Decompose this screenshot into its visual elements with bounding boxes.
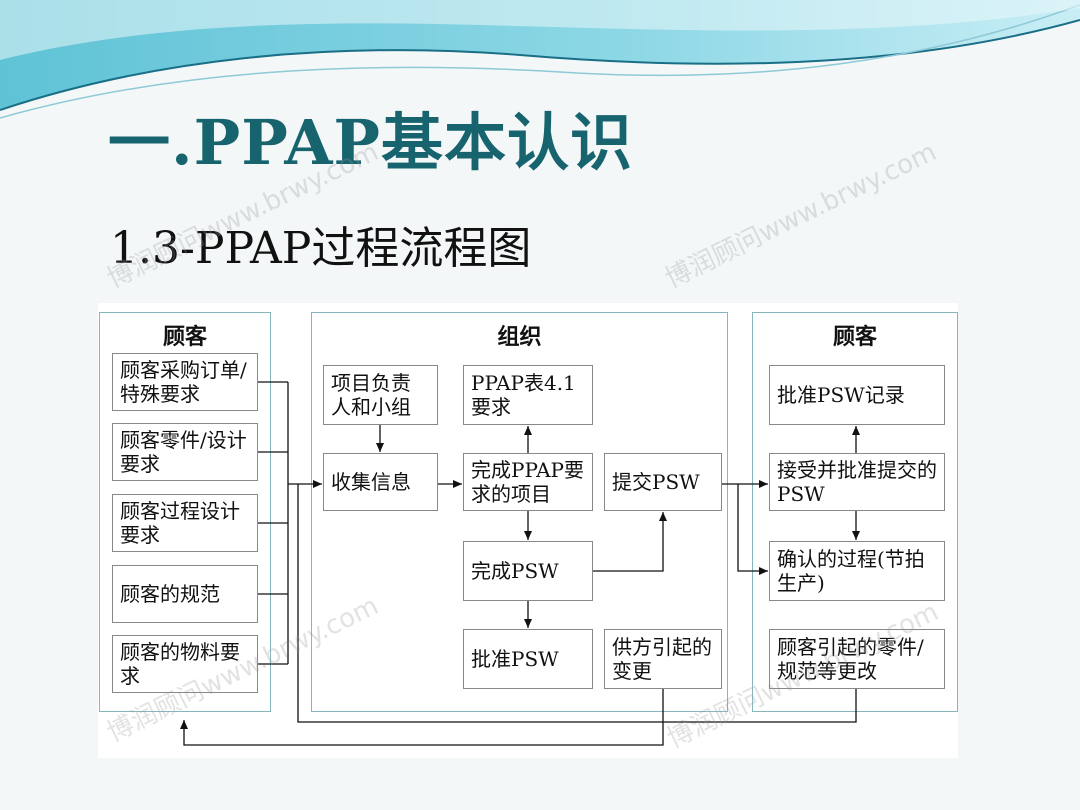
box-complete-items: 完成PPAP要求的项目: [463, 453, 593, 511]
box-collect-info: 收集信息: [323, 453, 438, 511]
box-process-design: 顾客过程设计要求: [112, 494, 258, 552]
group-title-organization: 组织: [312, 319, 727, 351]
box-accept-approve: 接受并批准提交的PSW: [769, 453, 945, 511]
box-confirm-process: 确认的过程(节拍生产): [769, 541, 945, 601]
box-material-req: 顾客的物料要求: [112, 635, 258, 693]
box-approve-psw: 批准PSW: [463, 629, 593, 689]
slide-title: 一.PPAP基本认识: [108, 92, 633, 182]
box-submit-psw: 提交PSW: [604, 453, 722, 511]
box-approve-record: 批准PSW记录: [769, 365, 945, 425]
box-purchase-order: 顾客采购订单/特殊要求: [112, 353, 258, 411]
box-project-team: 项目负责人和小组: [323, 365, 438, 425]
slide-subtitle: 1.3-PPAP过程流程图: [110, 212, 531, 276]
box-customer-change: 顾客引起的零件/规范等更改: [769, 629, 945, 689]
box-complete-psw: 完成PSW: [463, 541, 593, 601]
box-customer-spec: 顾客的规范: [112, 565, 258, 623]
group-title-customer-left: 顾客: [100, 319, 270, 351]
group-title-customer-right: 顾客: [753, 319, 957, 351]
box-parts-design: 顾客零件/设计要求: [112, 423, 258, 481]
box-ppap-table: PPAP表4.1要求: [463, 365, 593, 425]
box-supplier-change: 供方引起的变更: [604, 629, 722, 689]
